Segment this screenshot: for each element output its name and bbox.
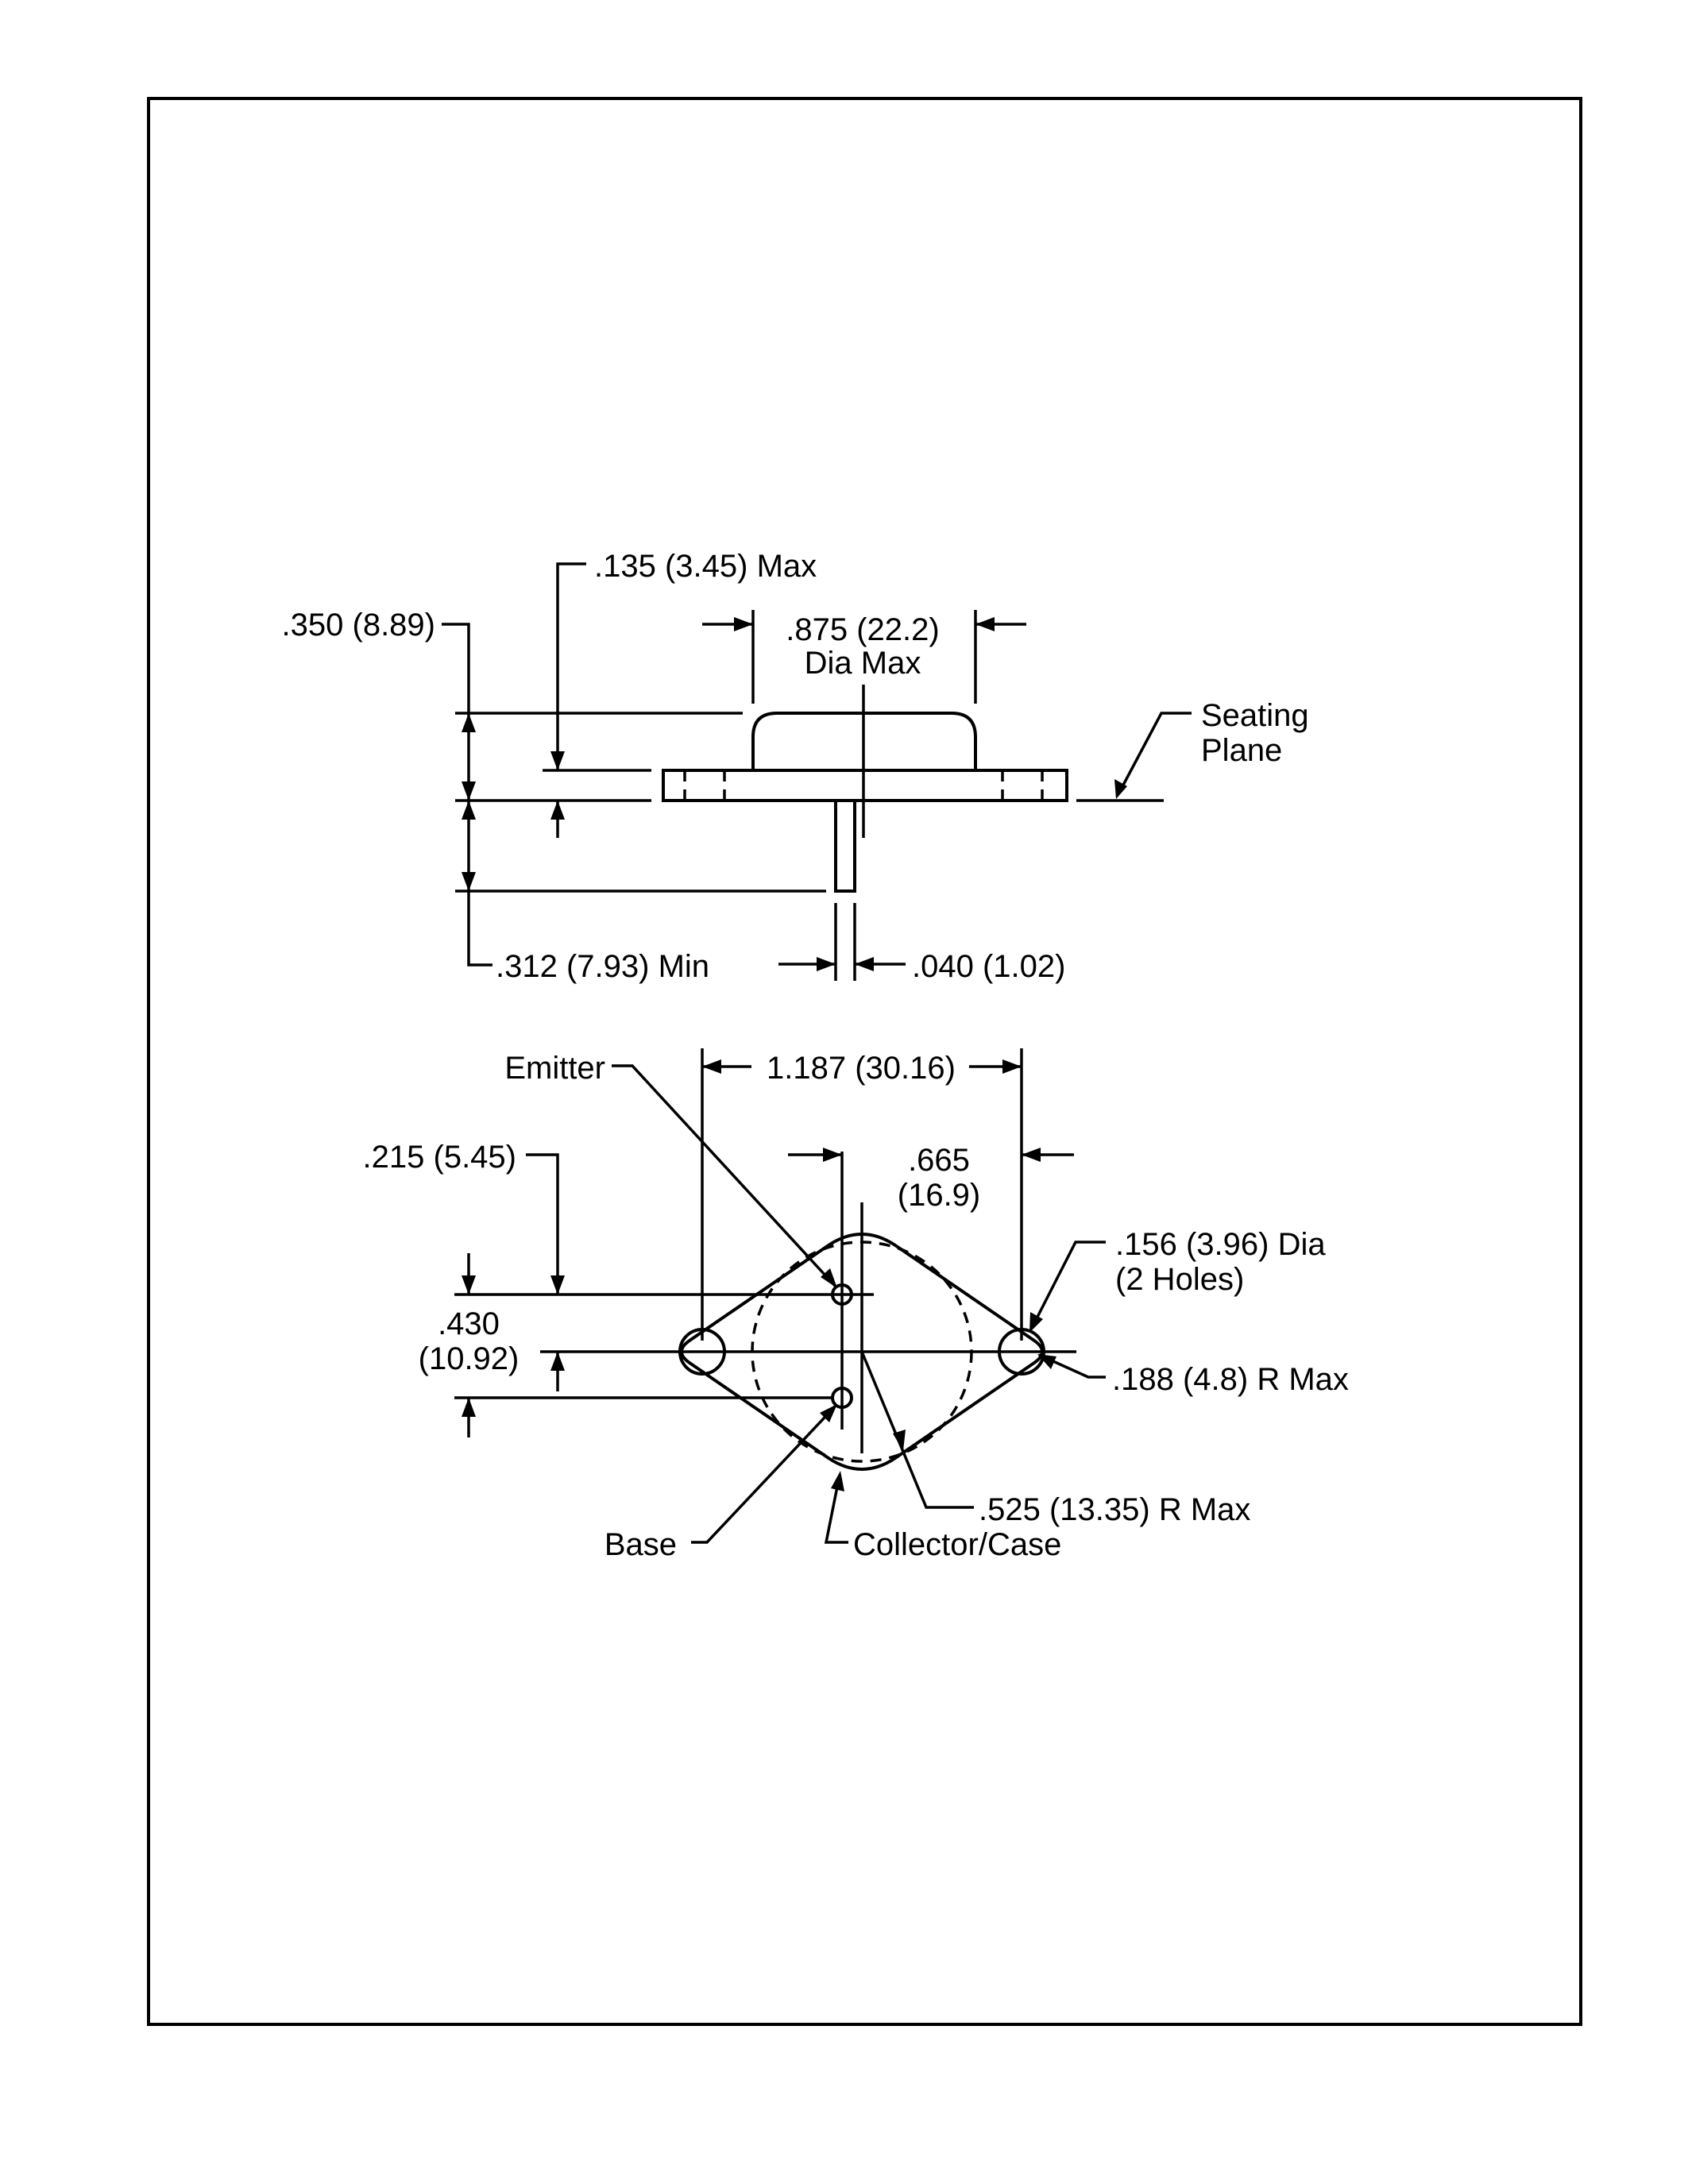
- lead-pin: [834, 799, 856, 893]
- pin-offset-label: .215 (5.45): [363, 1140, 516, 1175]
- side-view: .350 (8.89) .312 (7.93) Min .135 (3.45) …: [282, 549, 1309, 984]
- hole-dia-label-2: (2 Holes): [1115, 1262, 1244, 1297]
- pin-spacing-label-1: .430: [438, 1306, 500, 1341]
- collector-label: Collector/Case: [853, 1527, 1061, 1562]
- page-border: [147, 97, 1582, 2026]
- dia-max-suffix-label: Dia Max: [805, 646, 921, 681]
- overall-height-label: .350 (8.89): [282, 608, 435, 642]
- mounting-flange: [662, 769, 1068, 802]
- hole-dia-label-1: .156 (3.96) Dia: [1115, 1227, 1326, 1262]
- lead-length-label: .312 (7.93) Min: [496, 949, 709, 984]
- dia-max-value-label: .875 (22.2): [786, 612, 939, 647]
- seating-plane-label-2: Plane: [1201, 733, 1282, 768]
- corner-radius-label: .188 (4.8) R Max: [1112, 1362, 1349, 1397]
- bottom-view: 1.187 (30.16) .665 (16.9) Emitter .215 (…: [363, 1048, 1349, 1562]
- mount-offset-label-1: .665: [908, 1143, 970, 1178]
- flange-outline: [680, 1233, 1044, 1471]
- hole-spacing-label: 1.187 (30.16): [767, 1051, 956, 1086]
- lid-height-label: .135 (3.45) Max: [594, 549, 817, 584]
- emitter-label: Emitter: [504, 1051, 605, 1086]
- body-radius-label: .525 (13.35) R Max: [979, 1492, 1250, 1527]
- seating-plane-label-1: Seating: [1201, 698, 1309, 733]
- lead-dia-label: .040 (1.02): [912, 949, 1065, 984]
- pin-spacing-label-2: (10.92): [419, 1341, 520, 1376]
- mount-offset-label-2: (16.9): [898, 1178, 981, 1213]
- base-label: Base: [605, 1527, 677, 1562]
